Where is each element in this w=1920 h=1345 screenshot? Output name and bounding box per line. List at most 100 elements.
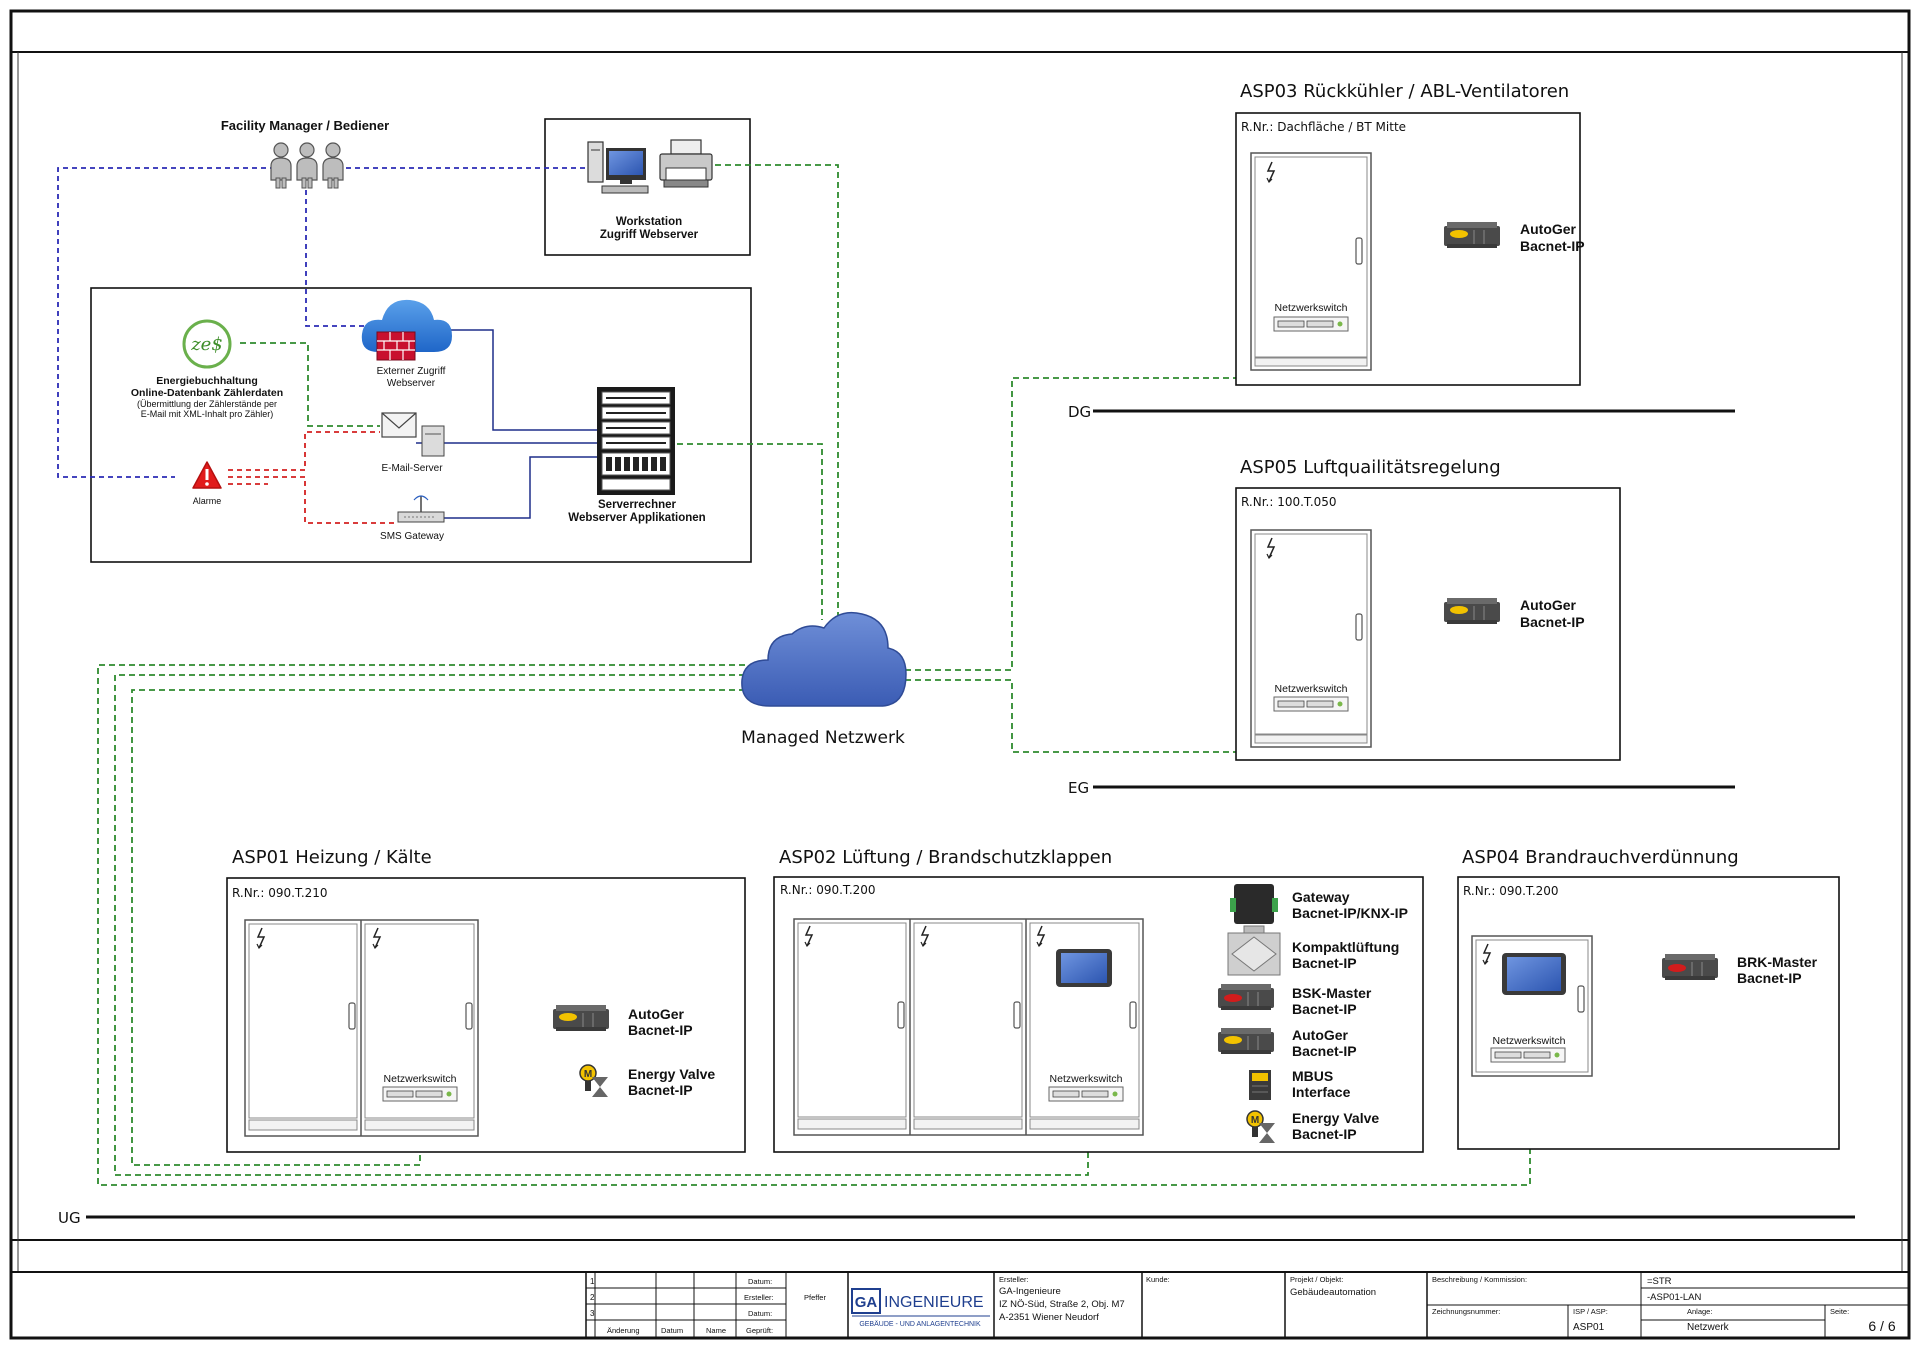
asp02-compact-ventilation-icon xyxy=(1227,925,1281,976)
asp05-room: R.Nr.: 100.T.050 xyxy=(1241,495,1337,509)
tb-zeichnung-label: Zeichnungsnummer: xyxy=(1432,1307,1500,1316)
zeus-logo-icon: ze$ xyxy=(182,319,232,369)
workstation-label-2: Zugriff Webserver xyxy=(600,229,699,241)
asp02-device1-label-1: Gateway xyxy=(1292,889,1350,905)
asp04-switch-icon xyxy=(1490,1047,1566,1063)
tb-anlage-label: Anlage: xyxy=(1687,1307,1712,1316)
energy-label-2: Online-Datenbank Zählerdaten xyxy=(131,387,283,399)
managed-network-label: Managed Netzwerk xyxy=(741,728,905,748)
red-lines xyxy=(228,431,395,524)
floor-label-eg: EG xyxy=(1068,779,1089,797)
asp02-device4-label-1: AutoGer xyxy=(1292,1027,1349,1043)
asp03-room: R.Nr.: Dachfläche / BT Mitte xyxy=(1241,120,1406,134)
users-icon xyxy=(270,142,344,189)
tb-val-ersteller: Pfeffer xyxy=(804,1293,826,1302)
asp05-device-label-2: Bacnet-IP xyxy=(1520,614,1585,630)
tb-ers-3: A-2351 Wiener Neudorf xyxy=(999,1312,1099,1323)
asp02-gateway-icon xyxy=(1230,884,1278,924)
asp05-cabinet xyxy=(1250,529,1372,748)
asp02-device2-label-2: Bacnet-IP xyxy=(1292,955,1357,971)
tb-hdr-datum: Datum xyxy=(661,1326,683,1335)
asp03-title: ASP03 Rückkühler / ABL-Ventilatoren xyxy=(1240,81,1569,102)
asp01-switch-icon xyxy=(382,1086,458,1102)
asp02-device3-label-2: Bacnet-IP xyxy=(1292,1001,1357,1017)
asp04-touch-panel-icon xyxy=(1502,953,1566,995)
asp05-title: ASP05 Luftquailitätsregelung xyxy=(1240,457,1501,478)
svg-text:ze$: ze$ xyxy=(190,334,223,355)
energy-label-4: E-Mail mit XML-Inhalt pro Zähler) xyxy=(141,409,274,419)
svg-text:GA: GA xyxy=(855,1294,878,1311)
asp02-device6-label-2: Bacnet-IP xyxy=(1292,1126,1357,1142)
asp02-device6-label-1: Energy Valve xyxy=(1292,1110,1379,1126)
asp01-device1-label-1: AutoGer xyxy=(628,1006,685,1022)
tb-kunde-label: Kunde: xyxy=(1146,1275,1170,1284)
alarm-icon xyxy=(192,461,222,489)
tb-ers-label: Ersteller: xyxy=(999,1275,1029,1284)
tb-beschreibung-label: Beschreibung / Kommission: xyxy=(1432,1275,1527,1284)
asp03-device-label-2: Bacnet-IP xyxy=(1520,238,1585,254)
asp02-switch-icon xyxy=(1048,1086,1124,1102)
title-block xyxy=(10,1271,1910,1339)
asp02-device3-label-1: BSK-Master xyxy=(1292,985,1372,1001)
server-rack-icon xyxy=(597,387,675,495)
asp03-switch-label: Netzwerkswitch xyxy=(1275,302,1348,314)
asp02-device4-label-2: Bacnet-IP xyxy=(1292,1043,1357,1059)
asp01-title: ASP01 Heizung / Kälte xyxy=(232,847,432,868)
tb-lbl-datum2: Datum: xyxy=(748,1309,772,1318)
workstation-label-1: Workstation xyxy=(616,216,682,228)
asp04-device1-label-1: BRK-Master xyxy=(1737,954,1818,970)
asp02-autoger-icon xyxy=(1217,1027,1275,1055)
asp01-controller-icon xyxy=(552,1004,610,1032)
asp01-device1-label-2: Bacnet-IP xyxy=(628,1022,693,1038)
blue-lines xyxy=(57,167,595,478)
external-label-2: Webserver xyxy=(387,378,436,389)
asp01-device2-label-1: Energy Valve xyxy=(628,1066,715,1082)
asp05-device-label-1: AutoGer xyxy=(1520,597,1577,613)
asp04-room: R.Nr.: 090.T.200 xyxy=(1463,884,1559,898)
asp01-room: R.Nr.: 090.T.210 xyxy=(232,886,328,900)
tb-isp-label: ISP / ASP: xyxy=(1573,1307,1608,1316)
asp03-controller-icon xyxy=(1443,221,1501,249)
tb-seite-label: Seite: xyxy=(1830,1307,1849,1316)
asp02-device5-label-1: MBUS xyxy=(1292,1068,1333,1084)
email-server-label: E-Mail-Server xyxy=(381,463,443,474)
mail-icon xyxy=(381,412,417,438)
asp02-room: R.Nr.: 090.T.200 xyxy=(780,883,876,897)
asp01-device2-label-2: Bacnet-IP xyxy=(628,1082,693,1098)
asp01-switch-label: Netzwerkswitch xyxy=(384,1073,457,1085)
server-label-1: Serverrechner xyxy=(598,499,677,511)
tb-code-2: -ASP01-LAN xyxy=(1647,1292,1702,1303)
tb-ers-2: IZ NÖ-Süd, Straße 2, Obj. M7 xyxy=(999,1299,1125,1310)
asp02-device1-label-2: Bacnet-IP/KNX-IP xyxy=(1292,905,1408,921)
asp02-bsk-master-icon xyxy=(1217,983,1275,1011)
energy-label-1: Energiebuchhaltung xyxy=(156,375,258,387)
asp03-device-label-1: AutoGer xyxy=(1520,221,1577,237)
asp05-switch-label: Netzwerkswitch xyxy=(1275,683,1348,695)
asp02-device2-label-1: Kompaktlüftung xyxy=(1292,939,1399,955)
server-tower-icon xyxy=(421,425,445,457)
sms-gateway-label: SMS Gateway xyxy=(380,531,444,542)
alarm-label: Alarme xyxy=(193,496,222,506)
tb-hdr-geprueft: Geprüft: xyxy=(746,1326,773,1335)
asp02-mbus-icon xyxy=(1249,1070,1271,1100)
tb-lbl-datum1: Datum: xyxy=(748,1277,772,1286)
asp02-touch-panel-icon xyxy=(1056,949,1112,987)
tb-seite-value: 6 / 6 xyxy=(1868,1318,1895,1334)
asp02-device5-label-2: Interface xyxy=(1292,1084,1351,1100)
tb-isp-value: ASP01 xyxy=(1573,1322,1605,1333)
asp04-switch-label: Netzwerkswitch xyxy=(1493,1035,1566,1047)
tb-row-3: 3 xyxy=(590,1309,595,1318)
tb-hdr-name: Name xyxy=(706,1326,726,1335)
asp02-switch-label: Netzwerkswitch xyxy=(1050,1073,1123,1085)
navy-lines xyxy=(416,329,597,519)
firewall-icon xyxy=(376,331,416,361)
asp05-controller-icon xyxy=(1443,597,1501,625)
tb-ers-1: GA-Ingenieure xyxy=(999,1286,1061,1297)
asp01-cabinet xyxy=(244,919,479,1137)
workstation-icon xyxy=(587,141,649,194)
asp02-title: ASP02 Lüftung / Brandschutzklappen xyxy=(779,847,1112,868)
asp04-title: ASP04 Brandrauchverdünnung xyxy=(1462,847,1739,868)
svg-text:INGENIEURE: INGENIEURE xyxy=(884,1294,984,1311)
tb-projekt-label: Projekt / Objekt: xyxy=(1290,1275,1343,1284)
svg-text:GEBÄUDE - UND ANLAGENTECHNIK: GEBÄUDE - UND ANLAGENTECHNIK xyxy=(859,1320,981,1328)
